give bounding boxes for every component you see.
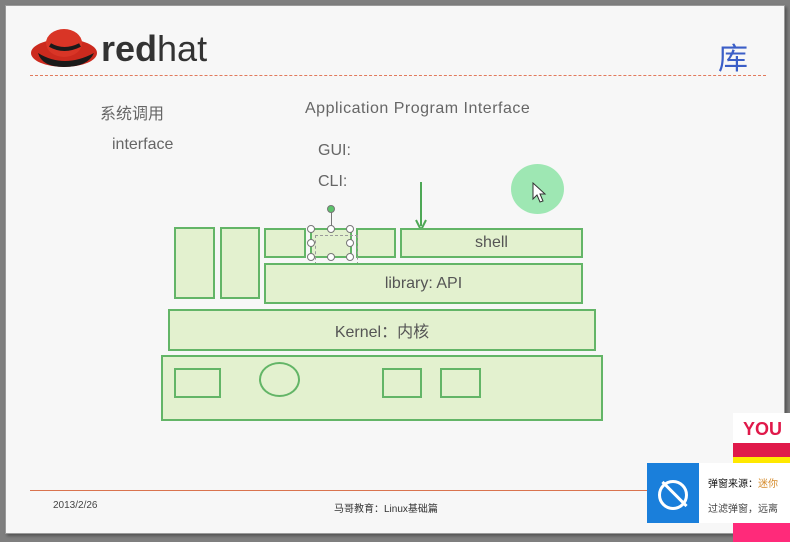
- cli-label: CLI:: [318, 173, 348, 190]
- ad-stripe: [733, 443, 790, 457]
- hardware-component-1[interactable]: [174, 368, 221, 398]
- brand-wordmark: redhat: [101, 28, 207, 70]
- rotate-handle[interactable]: [327, 205, 335, 213]
- mouse-cursor-icon: [532, 182, 547, 203]
- block-popup-icon[interactable]: [647, 463, 699, 523]
- app-box-3[interactable]: [264, 228, 306, 258]
- hardware-box[interactable]: [161, 355, 603, 421]
- resize-handle-bl[interactable]: [307, 253, 315, 261]
- brand-hat: hat: [157, 28, 208, 69]
- resize-handle-tl[interactable]: [307, 225, 315, 233]
- resize-handle-bm[interactable]: [327, 253, 335, 261]
- slide-title: 库: [718, 42, 748, 77]
- resize-handle-br[interactable]: [346, 253, 354, 261]
- shell-label: shell: [475, 234, 508, 251]
- popup-source-prefix: 弹窗来源：: [708, 479, 758, 490]
- gui-label: GUI:: [318, 142, 351, 159]
- ad-header: YOU: [733, 413, 790, 443]
- app-box-2[interactable]: [220, 227, 260, 299]
- footer-title: 马哥教育：Linux基础篇: [334, 504, 438, 515]
- api-label: Application Program Interface: [305, 100, 531, 117]
- popup-source-line: 弹窗来源：迷你: [708, 475, 778, 490]
- app-box-1[interactable]: [174, 227, 215, 299]
- kernel-label: Kernel：内核: [334, 324, 430, 341]
- hardware-component-circle[interactable]: [259, 362, 300, 397]
- redhat-logo-icon: [31, 29, 97, 67]
- footer-date: 2013/2/26: [53, 500, 98, 511]
- hardware-component-4[interactable]: [440, 368, 481, 398]
- syscall-label: 系统调用: [100, 106, 165, 123]
- resize-handle-tm[interactable]: [327, 225, 335, 233]
- popup-filter-text: 过滤弹窗，远离: [708, 504, 778, 515]
- header-divider: [30, 75, 766, 76]
- interface-label: interface: [112, 136, 174, 153]
- presentation-slide: redhat 库 系统调用 interface Application Prog…: [5, 5, 785, 534]
- brand-red: red: [101, 28, 158, 69]
- kernel-box[interactable]: Kernel：内核: [168, 309, 596, 351]
- resize-handle-ml[interactable]: [307, 239, 315, 247]
- resize-handle-tr[interactable]: [346, 225, 354, 233]
- hardware-component-3[interactable]: [382, 368, 422, 398]
- library-box[interactable]: library: API: [264, 263, 583, 304]
- down-arrow-icon: [415, 182, 427, 232]
- rotate-handle-stem: [331, 209, 332, 228]
- shell-box[interactable]: shell: [400, 228, 583, 258]
- popup-source-link[interactable]: 迷你: [758, 479, 778, 490]
- popup-notification[interactable]: 弹窗来源：迷你 过滤弹窗，远离: [647, 463, 790, 523]
- library-label: library: API: [384, 274, 463, 292]
- resize-handle-mr[interactable]: [346, 239, 354, 247]
- ad-text: YOU: [743, 419, 783, 439]
- footer-divider: [30, 490, 758, 491]
- app-box-5[interactable]: [356, 228, 396, 258]
